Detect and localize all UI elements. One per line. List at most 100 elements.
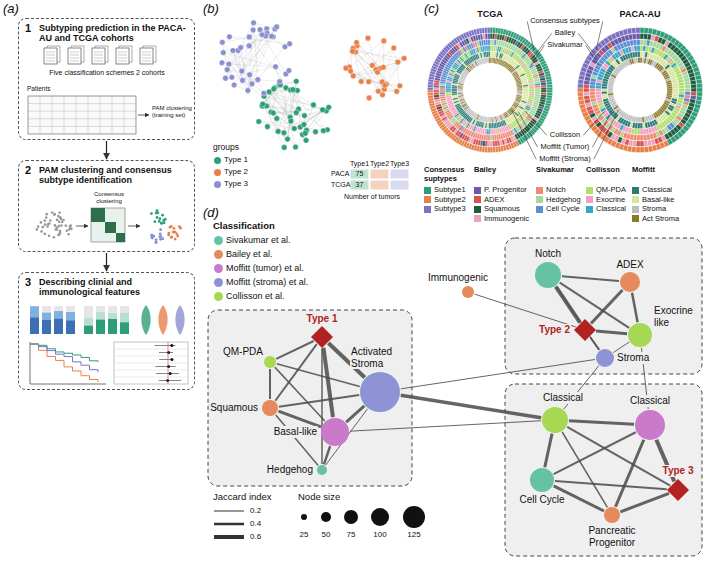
scatter-dot — [173, 227, 176, 230]
ring-segment — [446, 90, 452, 92]
ring-segment — [684, 81, 690, 85]
ring-segment — [640, 46, 643, 52]
ring-segment — [458, 90, 464, 91]
ring-segment — [696, 79, 702, 84]
ring-segment — [440, 92, 446, 95]
size-key-circle — [403, 506, 425, 528]
stacked-bar — [54, 318, 63, 334]
similarity-link — [555, 481, 667, 489]
ring-segment — [541, 90, 547, 93]
scatter-dot — [160, 222, 163, 225]
ring-segment — [434, 87, 440, 90]
table-cell-text: TCGA — [331, 181, 350, 189]
leader-line — [531, 45, 544, 65]
stacked-bar — [96, 306, 105, 311]
network-link — [264, 96, 296, 147]
document-line — [94, 61, 103, 62]
legend-text: Subtype2 — [434, 196, 466, 204]
legend-swatch — [474, 196, 481, 203]
group-region — [505, 238, 702, 374]
legend-swatch — [214, 181, 221, 188]
scatter-dot — [170, 236, 173, 239]
leader-line — [594, 110, 619, 159]
legend-text: Immunogenic — [484, 215, 529, 223]
ring-segment — [489, 58, 490, 64]
stacked-bar — [42, 319, 51, 334]
plot-label: Consensus subtypes — [530, 17, 600, 26]
leader-line — [586, 45, 599, 65]
ring-segment — [487, 141, 490, 147]
group-region — [208, 310, 412, 486]
table-cell — [350, 180, 369, 190]
network-dot — [219, 60, 225, 66]
table-cell-text: 75 — [356, 170, 364, 178]
ring-segment — [637, 45, 640, 51]
network-dot — [239, 68, 245, 74]
network-dot — [246, 34, 252, 40]
plot-label: Consensus suptypes — [424, 166, 470, 183]
network-dot — [273, 64, 279, 70]
similarity-link — [545, 434, 552, 468]
ring-segment — [636, 147, 640, 153]
legend-item: Notch — [536, 186, 566, 194]
stacked-bar — [108, 306, 117, 313]
network-dot — [350, 49, 356, 55]
ring-segment — [541, 87, 547, 90]
violin-shape — [141, 305, 150, 335]
document-icon — [44, 48, 57, 64]
ring-segment — [523, 88, 529, 90]
stacked-bar — [120, 322, 129, 334]
similarity-link — [278, 411, 320, 427]
ring-segment — [691, 84, 697, 88]
network-link — [353, 62, 398, 76]
network-dot — [366, 95, 372, 101]
plot-label: Sivakumar — [547, 41, 582, 50]
circular-heatmap — [577, 27, 702, 152]
plot-label: 100 — [373, 530, 386, 539]
network-dot — [350, 73, 356, 79]
network-dot — [397, 83, 403, 89]
forest-whisker — [155, 366, 175, 367]
table-cell-text: Type2 — [370, 160, 389, 168]
ring-segment — [644, 141, 648, 147]
plot-label: Node size — [298, 492, 340, 503]
scatter-dot — [170, 225, 173, 228]
network-dot — [303, 130, 309, 136]
network-dot — [394, 89, 400, 95]
network-dot — [375, 88, 381, 94]
document-line — [118, 55, 127, 56]
network-link — [264, 90, 290, 96]
plot-label: Collisson — [550, 131, 580, 140]
similarity-link — [401, 359, 595, 388]
ring-segment — [697, 88, 703, 92]
document-line — [142, 52, 151, 53]
legend-swatch — [214, 157, 221, 164]
small-arrow — [128, 226, 140, 227]
network-dot — [260, 101, 266, 107]
ring-segment — [578, 83, 584, 88]
network-dot — [275, 129, 281, 135]
ring-segment — [640, 27, 644, 33]
legend-swatch — [536, 196, 543, 203]
jaccard-key-line — [214, 535, 244, 539]
scatter-dot — [154, 241, 157, 244]
ring-segment — [584, 95, 590, 99]
forest-dot — [169, 372, 172, 375]
table-rule — [28, 103, 136, 104]
matrix-block — [105, 222, 116, 233]
similarity-link — [324, 446, 330, 464]
panel-letter: (a) — [3, 2, 19, 17]
ring-segment — [642, 123, 645, 129]
document-line — [118, 61, 127, 62]
network-dot — [288, 118, 294, 124]
ring-segment — [485, 40, 488, 46]
ring-segment — [517, 89, 523, 90]
network-dot — [271, 86, 277, 92]
plot-label: 75 — [347, 530, 356, 539]
size-key-circle — [344, 510, 358, 524]
forest-whisker — [159, 380, 181, 381]
size-key-circle — [301, 514, 307, 520]
ring-segment — [595, 88, 601, 91]
ring-segment — [490, 147, 493, 153]
ring-segment — [492, 135, 495, 141]
